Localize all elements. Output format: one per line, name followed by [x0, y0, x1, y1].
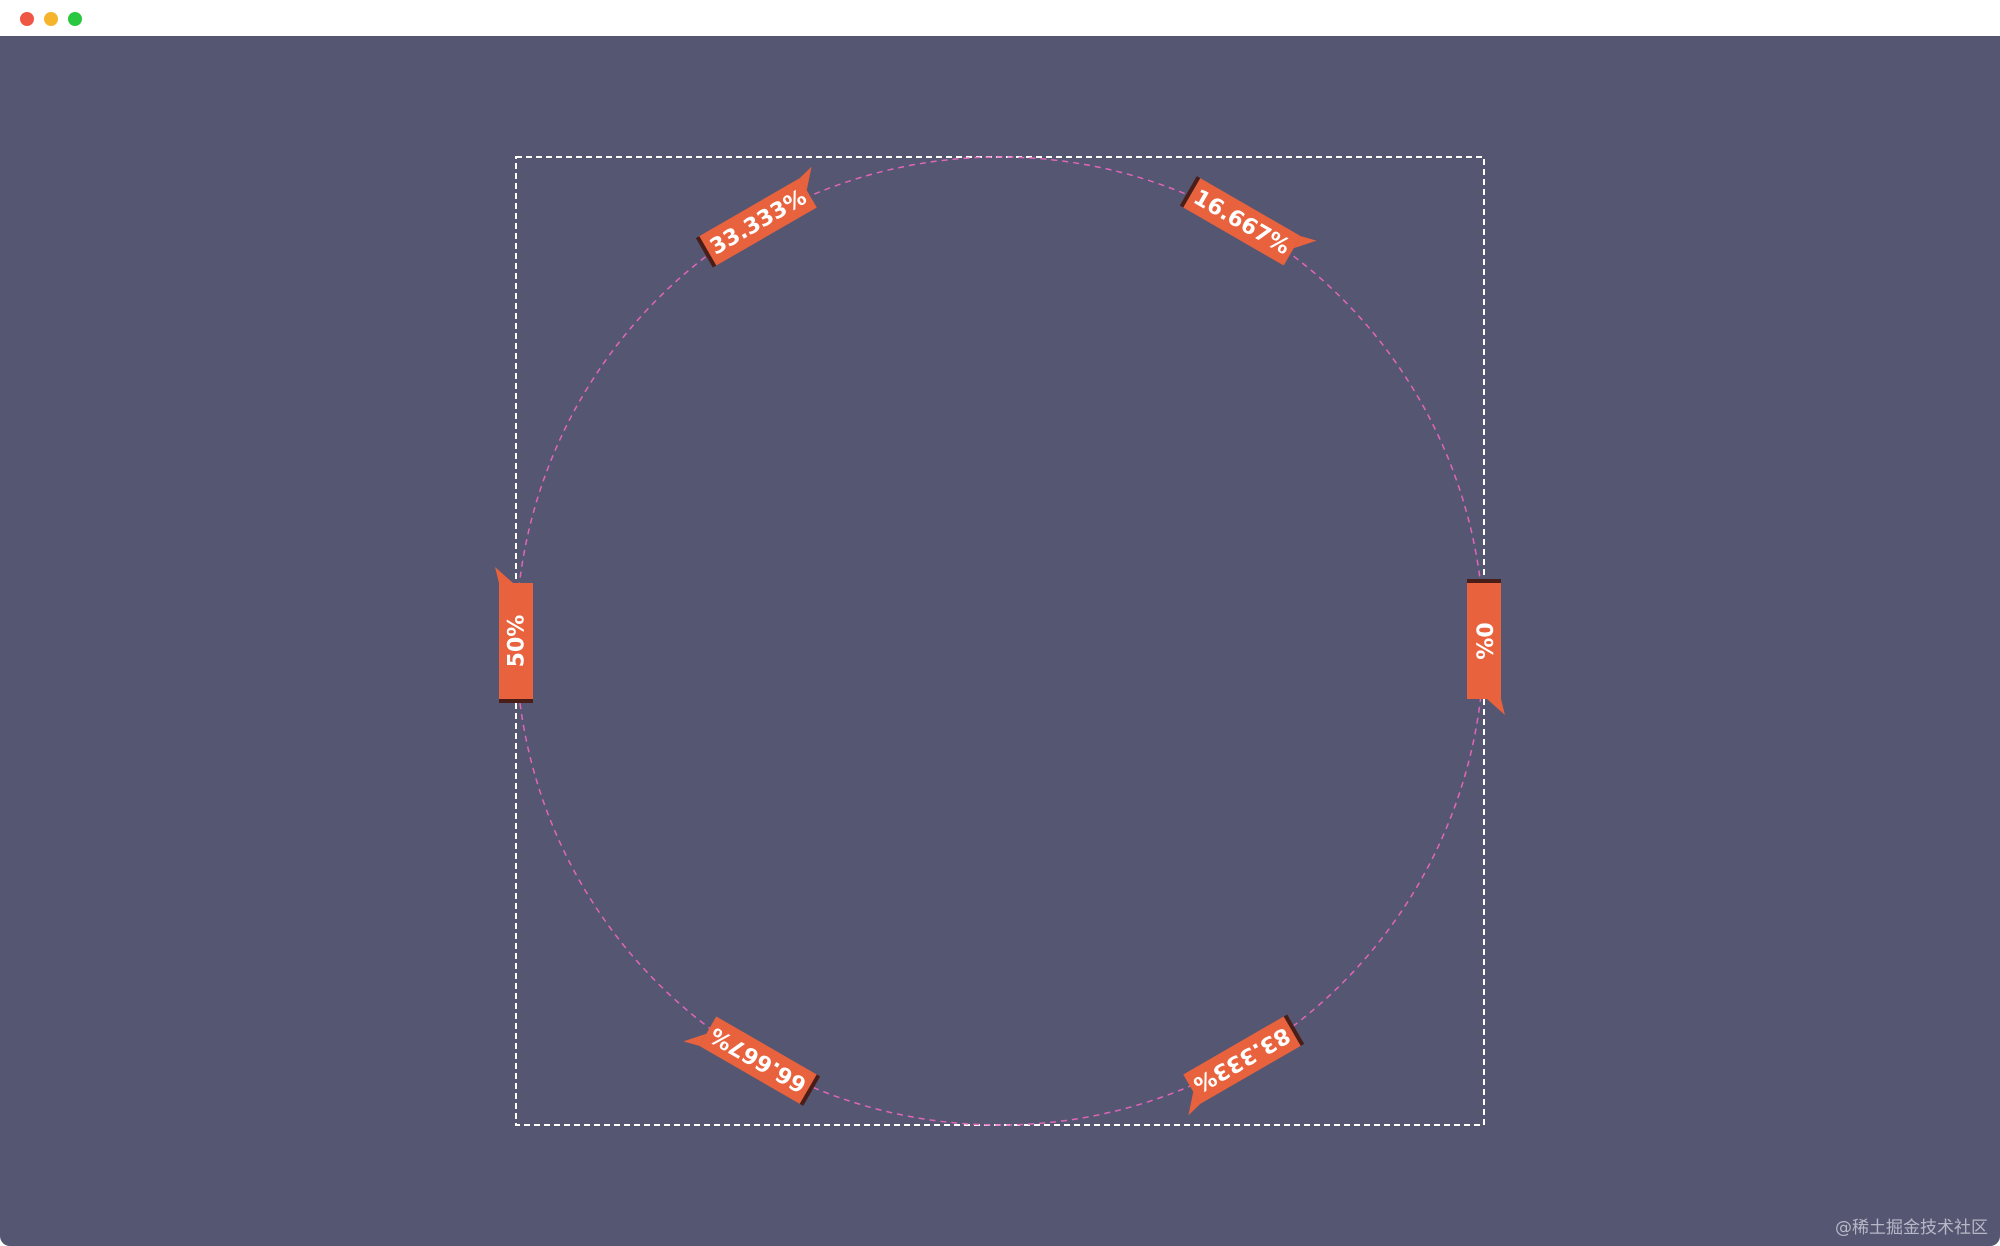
marker-label: 83.333%	[1189, 1022, 1294, 1097]
marker-label: 0%	[1471, 622, 1496, 659]
marker-tip	[1188, 1091, 1201, 1116]
marker-edge	[1283, 1014, 1305, 1046]
marker-edge	[1467, 579, 1501, 583]
marker-tip	[1487, 699, 1505, 715]
maximize-window-icon[interactable]	[68, 12, 82, 26]
marker-tip	[799, 166, 812, 191]
marker-body	[699, 1016, 817, 1104]
watermark-text: @稀土掘金技术社区	[1835, 1218, 1988, 1238]
progress-marker: 0%	[1467, 579, 1505, 715]
marker-label: 50%	[505, 615, 530, 668]
marker-edge	[499, 699, 533, 703]
marker-body	[1467, 583, 1501, 699]
marker-body	[699, 178, 817, 266]
marker-tip	[1293, 236, 1317, 249]
marker-label: 16.667%	[1189, 185, 1294, 260]
minimize-window-icon[interactable]	[44, 12, 58, 26]
progress-marker: 50%	[495, 567, 533, 703]
title-bar	[0, 0, 2000, 36]
marker-edge	[695, 236, 717, 268]
marker-label: 33.333%	[706, 185, 811, 260]
marker-edge	[799, 1074, 821, 1106]
bounding-box	[515, 156, 1485, 1126]
marker-body	[1183, 178, 1301, 266]
circular-path-diagram: 0% 16.667% 33.333% 50% 66.667% 83.333%	[495, 156, 1505, 1126]
progress-marker: 33.333%	[695, 166, 817, 268]
marker-label: 66.667%	[706, 1022, 811, 1097]
marker-tip	[495, 567, 513, 583]
progress-marker: 83.333%	[1183, 1014, 1305, 1116]
circular-path	[515, 156, 1485, 1126]
close-window-icon[interactable]	[20, 12, 34, 26]
marker-edge	[1179, 176, 1201, 208]
marker-body	[499, 583, 533, 699]
marker-group: 0% 16.667% 33.333% 50% 66.667% 83.333%	[495, 166, 1505, 1116]
marker-tip	[683, 1033, 707, 1046]
marker-body	[1183, 1016, 1301, 1104]
canvas-area: 0% 16.667% 33.333% 50% 66.667% 83.333% @稀土掘金技…	[0, 36, 2000, 1246]
